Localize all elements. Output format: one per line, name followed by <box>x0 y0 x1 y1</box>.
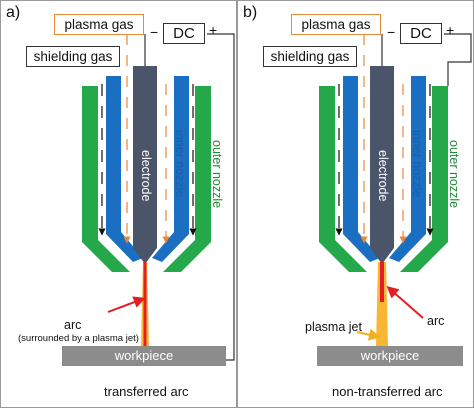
plasma-gas-label: plasma gas <box>54 14 144 35</box>
panel-caption: transferred arc <box>104 384 189 399</box>
inner-nozzle-right <box>389 76 426 262</box>
dc-plus-sign: + <box>209 22 218 38</box>
torch-diagram <box>317 33 472 366</box>
shielding-gas-label: shielding gas <box>263 46 357 67</box>
workpiece-label: workpiece <box>360 348 420 363</box>
outer-nozzle-right <box>400 86 448 272</box>
outer-nozzle-left <box>82 86 130 272</box>
inner-nozzle-left <box>343 76 380 262</box>
outer-nozzle-right <box>163 86 211 272</box>
dc-minus-sign: − <box>387 24 396 40</box>
inner-nozzle-label: inner nozzle <box>173 130 187 198</box>
arc-note: (surrounded by a plasma jet) <box>18 333 139 344</box>
dc-minus-sign: − <box>150 24 159 40</box>
inner-nozzle-right <box>152 76 189 262</box>
plasma-jet-label: plasma jet <box>305 320 362 334</box>
plasma-gas-label: plasma gas <box>291 14 381 35</box>
wire-dc-plus <box>207 33 235 361</box>
arc <box>143 262 147 346</box>
panel-letter: b) <box>243 4 258 21</box>
panel-caption: non-transferred arc <box>332 384 443 399</box>
panel-non-transferred-arc: b) plasma gas shielding gas − DC + elect… <box>237 0 474 408</box>
shielding-gas-label: shielding gas <box>26 46 120 67</box>
dc-power-source: DC <box>400 23 442 44</box>
dc-power-source: DC <box>163 23 205 44</box>
workpiece <box>317 346 463 366</box>
arc-pointer <box>386 286 424 319</box>
workpiece-label: workpiece <box>114 348 174 363</box>
panel-transferred-arc: a) plasma gas shielding gas − DC + elect… <box>0 0 237 408</box>
inner-nozzle-left <box>106 76 143 262</box>
arc <box>380 262 384 302</box>
inner-nozzle-label: inner nozzle <box>410 130 424 198</box>
workpiece <box>62 346 226 366</box>
panel-letter: a) <box>6 4 21 21</box>
wire-dc-plus <box>444 33 472 86</box>
outer-nozzle-label: outer nozzle <box>210 140 224 209</box>
torch-diagram <box>62 33 235 366</box>
dc-plus-sign: + <box>446 22 455 38</box>
arc-label: arc <box>427 314 445 328</box>
arc-pointer <box>107 296 146 313</box>
outer-nozzle-left <box>319 86 367 272</box>
plasma-jet-pointer <box>356 328 381 341</box>
electrode <box>133 66 157 264</box>
outer-nozzle-label: outer nozzle <box>447 140 461 209</box>
electrode-label: electrode <box>139 150 153 202</box>
electrode <box>370 66 394 264</box>
plasma-jet <box>376 262 388 346</box>
arc-label: arc <box>64 318 82 332</box>
electrode-label: electrode <box>376 150 390 202</box>
